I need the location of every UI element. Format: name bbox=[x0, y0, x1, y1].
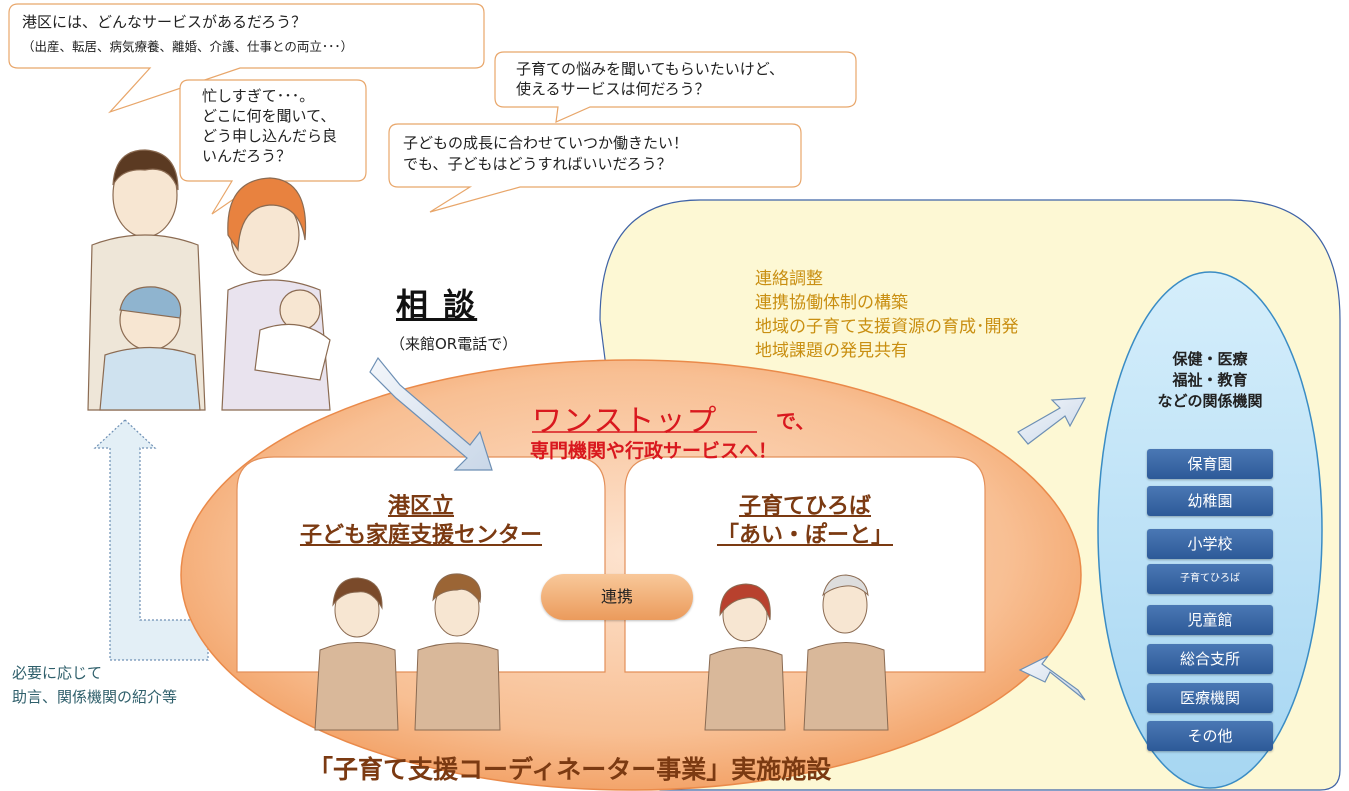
orgs-title-line-3: などの関係機関 bbox=[1157, 392, 1263, 410]
yellow-item: 地域の子育て支援資源の育成･開発 bbox=[755, 317, 1019, 337]
onestop-suffix: で、 bbox=[776, 409, 816, 433]
yellow-item: 地域課題の発見共有 bbox=[755, 341, 908, 361]
org-button-medical[interactable]: 医療機関 bbox=[1147, 683, 1273, 713]
center-right-line-1: 子育てひろば bbox=[738, 494, 871, 519]
bubble-2-line-2: どこに何を聞いて、 bbox=[202, 107, 336, 125]
org-button-branch-office[interactable]: 総合支所 bbox=[1147, 644, 1273, 674]
org-button-nursery[interactable]: 保育園 bbox=[1147, 449, 1273, 479]
org-button-elementary[interactable]: 小学校 bbox=[1147, 529, 1273, 559]
bubble-2-line-3: どう申し込んだら良 bbox=[202, 127, 338, 145]
onestop-line-2: 専門機関や行政サービスへ！ bbox=[530, 440, 778, 462]
support-line-2: 助言、関係機関の紹介等 bbox=[12, 688, 178, 706]
consult-arrow bbox=[369, 356, 493, 471]
panel-left bbox=[236, 456, 606, 673]
yellow-item: 連携協働体制の構築 bbox=[755, 293, 908, 313]
panel-right bbox=[624, 456, 986, 673]
arrow-from-orgs bbox=[1018, 655, 1086, 701]
bubble-1-shape bbox=[8, 3, 485, 114]
orgs-title-line-2: 福祉・教育 bbox=[1172, 371, 1248, 389]
support-line-1: 必要に応じて bbox=[12, 664, 103, 682]
center-left-line-2: 子ども家庭支援センター bbox=[299, 523, 542, 548]
bubble-1-line-1: 港区には、どんなサービスがあるだろう？ bbox=[22, 13, 307, 31]
bubble-2-line-1: 忙しすぎて･･･。 bbox=[202, 87, 315, 105]
yellow-item: 連絡調整 bbox=[755, 269, 823, 289]
bubble-2-line-4: いんだろう？ bbox=[202, 147, 292, 165]
org-button-other[interactable]: その他 bbox=[1147, 721, 1273, 751]
bubble-4-line-1: 子どもの成長に合わせていつか働きたい！ bbox=[403, 134, 689, 152]
onestop-main: ワンストップ bbox=[532, 404, 718, 439]
link-pill: 連携 bbox=[541, 574, 693, 620]
arrow-to-orgs bbox=[1017, 397, 1087, 445]
bubble-4-shape bbox=[388, 123, 802, 213]
bubble-3-line-2: 使えるサービスは何だろう？ bbox=[516, 80, 710, 98]
consult-subtitle: （来館OR電話で） bbox=[390, 335, 518, 353]
org-button-kindergarten[interactable]: 幼稚園 bbox=[1147, 486, 1273, 516]
family-illustration bbox=[87, 149, 331, 411]
consult-title: 相 談 bbox=[396, 286, 478, 324]
org-button-childrens-hall[interactable]: 児童館 bbox=[1147, 605, 1273, 635]
bubble-4-line-2: でも、子どもはどうすればいいだろう？ bbox=[403, 155, 672, 173]
bubble-1-line-2: （出産、転居、病気療養、離婚、介護、仕事との両立･･･） bbox=[22, 39, 354, 54]
center-right-line-2: 「あい・ぽーと」 bbox=[716, 523, 893, 548]
orgs-title-line-1: 保健・医療 bbox=[1172, 350, 1248, 368]
org-button-hiroba[interactable]: 子育てひろば bbox=[1147, 564, 1273, 594]
facility-label: 「子育て支援コーディネーター事業」実施施設 bbox=[308, 755, 832, 784]
center-left-line-1: 港区立 bbox=[387, 494, 454, 519]
bubble-3-shape bbox=[494, 51, 857, 123]
bubble-3-line-1: 子育ての悩みを聞いてもらいたいけど、 bbox=[516, 60, 785, 78]
staff-illustration bbox=[314, 573, 889, 731]
